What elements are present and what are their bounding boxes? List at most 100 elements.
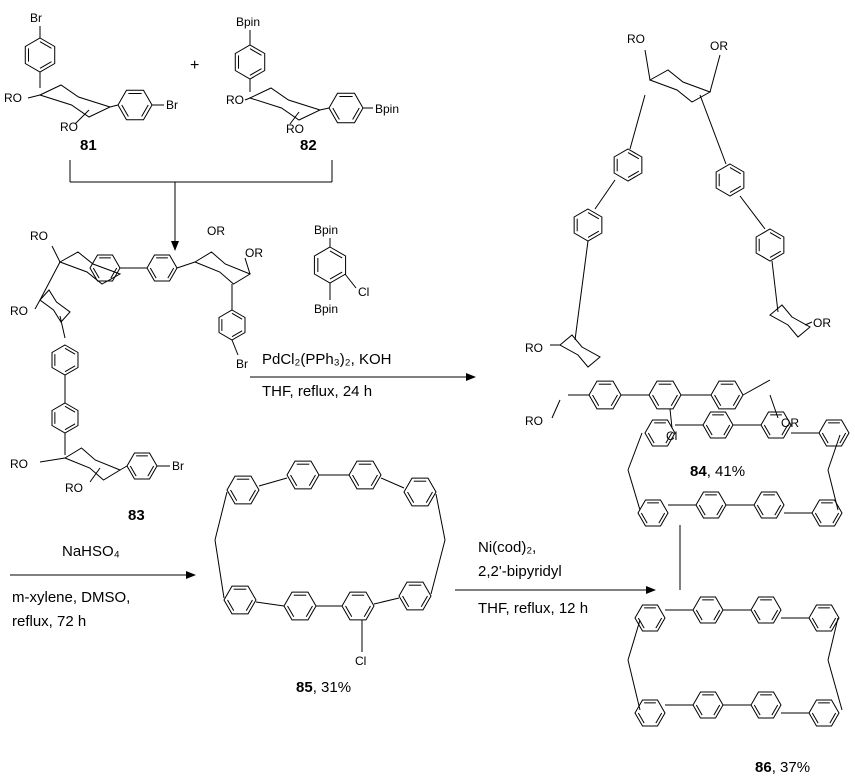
c85-yield: , 31%: [313, 679, 351, 696]
bond: [739, 195, 766, 230]
double-bond: [249, 48, 262, 56]
double-bond: [587, 230, 600, 238]
double-bond: [640, 512, 648, 524]
double-bond: [352, 107, 360, 120]
double-bond: [141, 104, 149, 117]
bond: [769, 394, 779, 419]
double-bond: [345, 605, 353, 618]
c83-phenyl-6: [126, 452, 158, 480]
double-bond: [821, 432, 829, 444]
bond: [435, 493, 446, 541]
c85-phenyl-bottom-1: [223, 585, 257, 615]
double-bond: [149, 267, 157, 279]
c85-phenyl-bottom-2: [283, 591, 317, 621]
step2-reagent: NaHSO₄: [62, 543, 120, 560]
reagent-cl: Cl: [358, 285, 369, 299]
bond: [771, 260, 779, 313]
double-bond: [769, 232, 782, 240]
bond: [430, 539, 446, 595]
double-bond: [781, 424, 789, 436]
bond: [594, 179, 616, 210]
double-bond: [829, 712, 837, 724]
double-bond: [64, 405, 76, 413]
c81-phenyl-right: [117, 89, 153, 121]
c86-phenyl-row3-1: [634, 604, 666, 632]
c86-phenyl-row4-1: [634, 699, 666, 727]
bond: [627, 619, 641, 661]
bond: [214, 539, 225, 599]
c83-phenyl-3: [218, 309, 246, 341]
double-bond: [670, 394, 678, 407]
double-bond: [167, 267, 175, 279]
bond: [827, 469, 839, 511]
c86-phenyl-row4-4: [808, 699, 840, 727]
double-bond: [147, 465, 155, 477]
c81-phenyl-top: [24, 37, 56, 73]
double-bond: [329, 250, 343, 259]
c83-phenyl-4: [51, 344, 79, 376]
c86-phenyl-row1-1: [644, 419, 676, 447]
bond: [742, 379, 771, 396]
c84-or-2: OR: [710, 39, 728, 53]
c84-label: 84, 41%: [690, 463, 745, 480]
c82-phenyl-right: [328, 92, 364, 124]
c85-phenyl-top-2: [286, 460, 320, 490]
bond: [244, 97, 251, 101]
bond: [669, 408, 673, 429]
reagent-ring: [313, 246, 347, 284]
c86-phenyl-row2-1: [637, 499, 669, 527]
double-bond: [647, 432, 655, 444]
c86-phenyl-row1-4: [818, 419, 850, 447]
c85-label: 85, 31%: [296, 679, 351, 696]
c86-phenyl-row2-4: [811, 499, 843, 527]
c84-or-4: OR: [813, 316, 831, 330]
double-bond: [832, 512, 840, 524]
double-bond: [713, 609, 721, 621]
structure-bonds: [10, 26, 850, 727]
double-bond: [64, 347, 76, 355]
c82-bpin-right: Bpin: [375, 102, 399, 116]
c84-phenyl-4: [755, 228, 785, 262]
c84-cyclohexane-left: [559, 334, 601, 368]
double-bond: [713, 704, 721, 716]
double-bond: [756, 504, 764, 516]
double-bond: [811, 712, 819, 724]
double-bond: [231, 330, 243, 338]
double-bond: [64, 365, 76, 373]
double-bond: [587, 212, 600, 220]
c84-phenyl-6: [648, 380, 682, 410]
bond: [258, 477, 288, 487]
bond: [373, 597, 400, 605]
c82-ro-1: RO: [226, 93, 244, 107]
c84-phenyl-3: [715, 163, 745, 197]
bond: [89, 467, 101, 483]
bond: [27, 94, 41, 99]
c81-br-top: Br: [30, 11, 42, 25]
double-bond: [769, 250, 782, 258]
bond: [51, 245, 61, 263]
c83-br-1: Br: [236, 357, 248, 371]
c84-yield: , 41%: [707, 463, 745, 480]
c83-cyclohexane-1: [58, 251, 122, 285]
double-bond: [705, 424, 713, 436]
c82-ro-2: RO: [286, 122, 304, 136]
bond: [644, 49, 651, 81]
double-bond: [129, 465, 137, 477]
c83-phenyl-2: [146, 254, 178, 282]
double-bond: [305, 605, 313, 618]
c86-phenyl-row4-2: [692, 691, 724, 719]
double-bond: [248, 489, 256, 502]
double-bond: [363, 605, 371, 618]
c84-cyclohexane-right: [769, 304, 811, 338]
c83-cyclohexane-3: [39, 289, 71, 323]
bond: [34, 299, 41, 310]
c84-phenyl-7: [710, 380, 744, 410]
double-bond: [370, 474, 378, 487]
double-bond: [230, 489, 238, 502]
c83-phenyl-1: [89, 254, 121, 282]
double-bond: [723, 424, 731, 436]
c86-phenyl-row2-2: [695, 491, 727, 519]
c83-ro-1: RO: [30, 229, 48, 243]
bond: [59, 315, 66, 339]
